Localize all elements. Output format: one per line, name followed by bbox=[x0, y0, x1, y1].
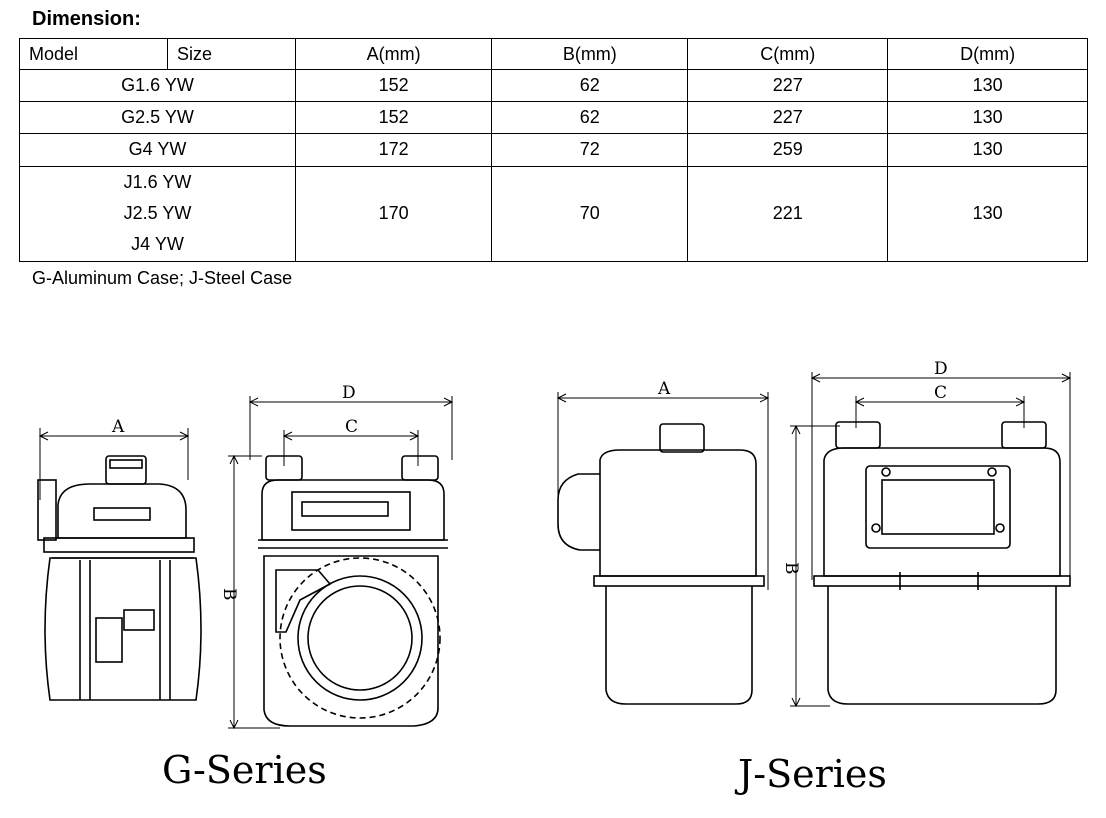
dimension-b-label: B bbox=[219, 588, 239, 601]
g-series-drawing: A D C B bbox=[37, 383, 454, 730]
dimension-c-line bbox=[282, 430, 420, 466]
model-cell: G1.6 YW bbox=[19, 69, 296, 103]
table-row: G4 YW 172 72 259 130 bbox=[19, 133, 1088, 167]
header-size: Size bbox=[167, 37, 296, 71]
dimension-c-label: C bbox=[345, 417, 358, 437]
dimension-a-label: A bbox=[657, 379, 671, 399]
d-cell: 130 bbox=[887, 165, 1088, 263]
c-cell: 259 bbox=[687, 133, 889, 167]
table-row: G1.6 YW 152 62 227 130 bbox=[19, 69, 1088, 103]
model-name: J1.6 YW bbox=[123, 172, 192, 193]
dimension-a-line bbox=[556, 392, 770, 590]
j-series-caption: J-Series bbox=[738, 752, 887, 796]
header-c: C(mm) bbox=[687, 37, 889, 71]
dimension-b-line bbox=[790, 424, 840, 708]
header-a: A(mm) bbox=[294, 37, 493, 71]
b-cell: 62 bbox=[491, 69, 689, 103]
case-note: G-Aluminum Case; J-Steel Case bbox=[32, 268, 293, 288]
d-cell: 130 bbox=[887, 69, 1088, 103]
g-meter-front-view bbox=[258, 455, 448, 727]
g-series-caption: G-Series bbox=[162, 748, 327, 792]
a-cell: 170 bbox=[294, 165, 493, 263]
section-heading: Dimension: bbox=[32, 8, 141, 30]
dimension-b-label: B bbox=[781, 562, 801, 575]
model-cell: J1.6 YW J2.5 YW J4 YW bbox=[19, 165, 296, 263]
table-row: G2.5 YW 152 62 227 130 bbox=[19, 101, 1088, 135]
a-cell: 152 bbox=[294, 101, 493, 135]
header-d: D(mm) bbox=[887, 37, 1088, 71]
j-meter-side-view bbox=[557, 423, 765, 705]
model-cell: G4 YW bbox=[19, 133, 296, 167]
a-cell: 152 bbox=[294, 69, 493, 103]
c-cell: 227 bbox=[687, 69, 889, 103]
dimension-d-label: D bbox=[342, 383, 356, 403]
j-meter-front-view bbox=[813, 421, 1071, 705]
model-name: J2.5 YW bbox=[123, 203, 192, 224]
dimension-a-line bbox=[38, 428, 190, 500]
dimension-d-label: D bbox=[934, 359, 948, 379]
j-series-drawing: A D C B bbox=[556, 359, 1072, 708]
b-cell: 72 bbox=[491, 133, 689, 167]
a-cell: 172 bbox=[294, 133, 493, 167]
c-cell: 221 bbox=[687, 165, 889, 263]
g-meter-side-view bbox=[37, 455, 202, 701]
table-header-row: Model Size A(mm) B(mm) C(mm) D(mm) bbox=[19, 37, 1088, 71]
dimension-a-label: A bbox=[111, 417, 125, 437]
d-cell: 130 bbox=[887, 133, 1088, 167]
dimension-table: Model Size A(mm) B(mm) C(mm) D(mm) G1.6 … bbox=[19, 37, 1088, 263]
d-cell: 130 bbox=[887, 101, 1088, 135]
dimension-b-line bbox=[228, 454, 280, 730]
b-cell: 70 bbox=[491, 165, 689, 263]
model-name: J4 YW bbox=[131, 234, 184, 255]
dimension-c-label: C bbox=[934, 383, 947, 403]
dimension-d-line bbox=[810, 372, 1072, 580]
header-model: Model bbox=[19, 37, 168, 71]
table-row: J1.6 YW J2.5 YW J4 YW 170 70 221 130 bbox=[19, 165, 1088, 263]
header-b: B(mm) bbox=[491, 37, 689, 71]
dimension-d-line bbox=[248, 396, 454, 460]
c-cell: 227 bbox=[687, 101, 889, 135]
model-cell: G2.5 YW bbox=[19, 101, 296, 135]
b-cell: 62 bbox=[491, 101, 689, 135]
